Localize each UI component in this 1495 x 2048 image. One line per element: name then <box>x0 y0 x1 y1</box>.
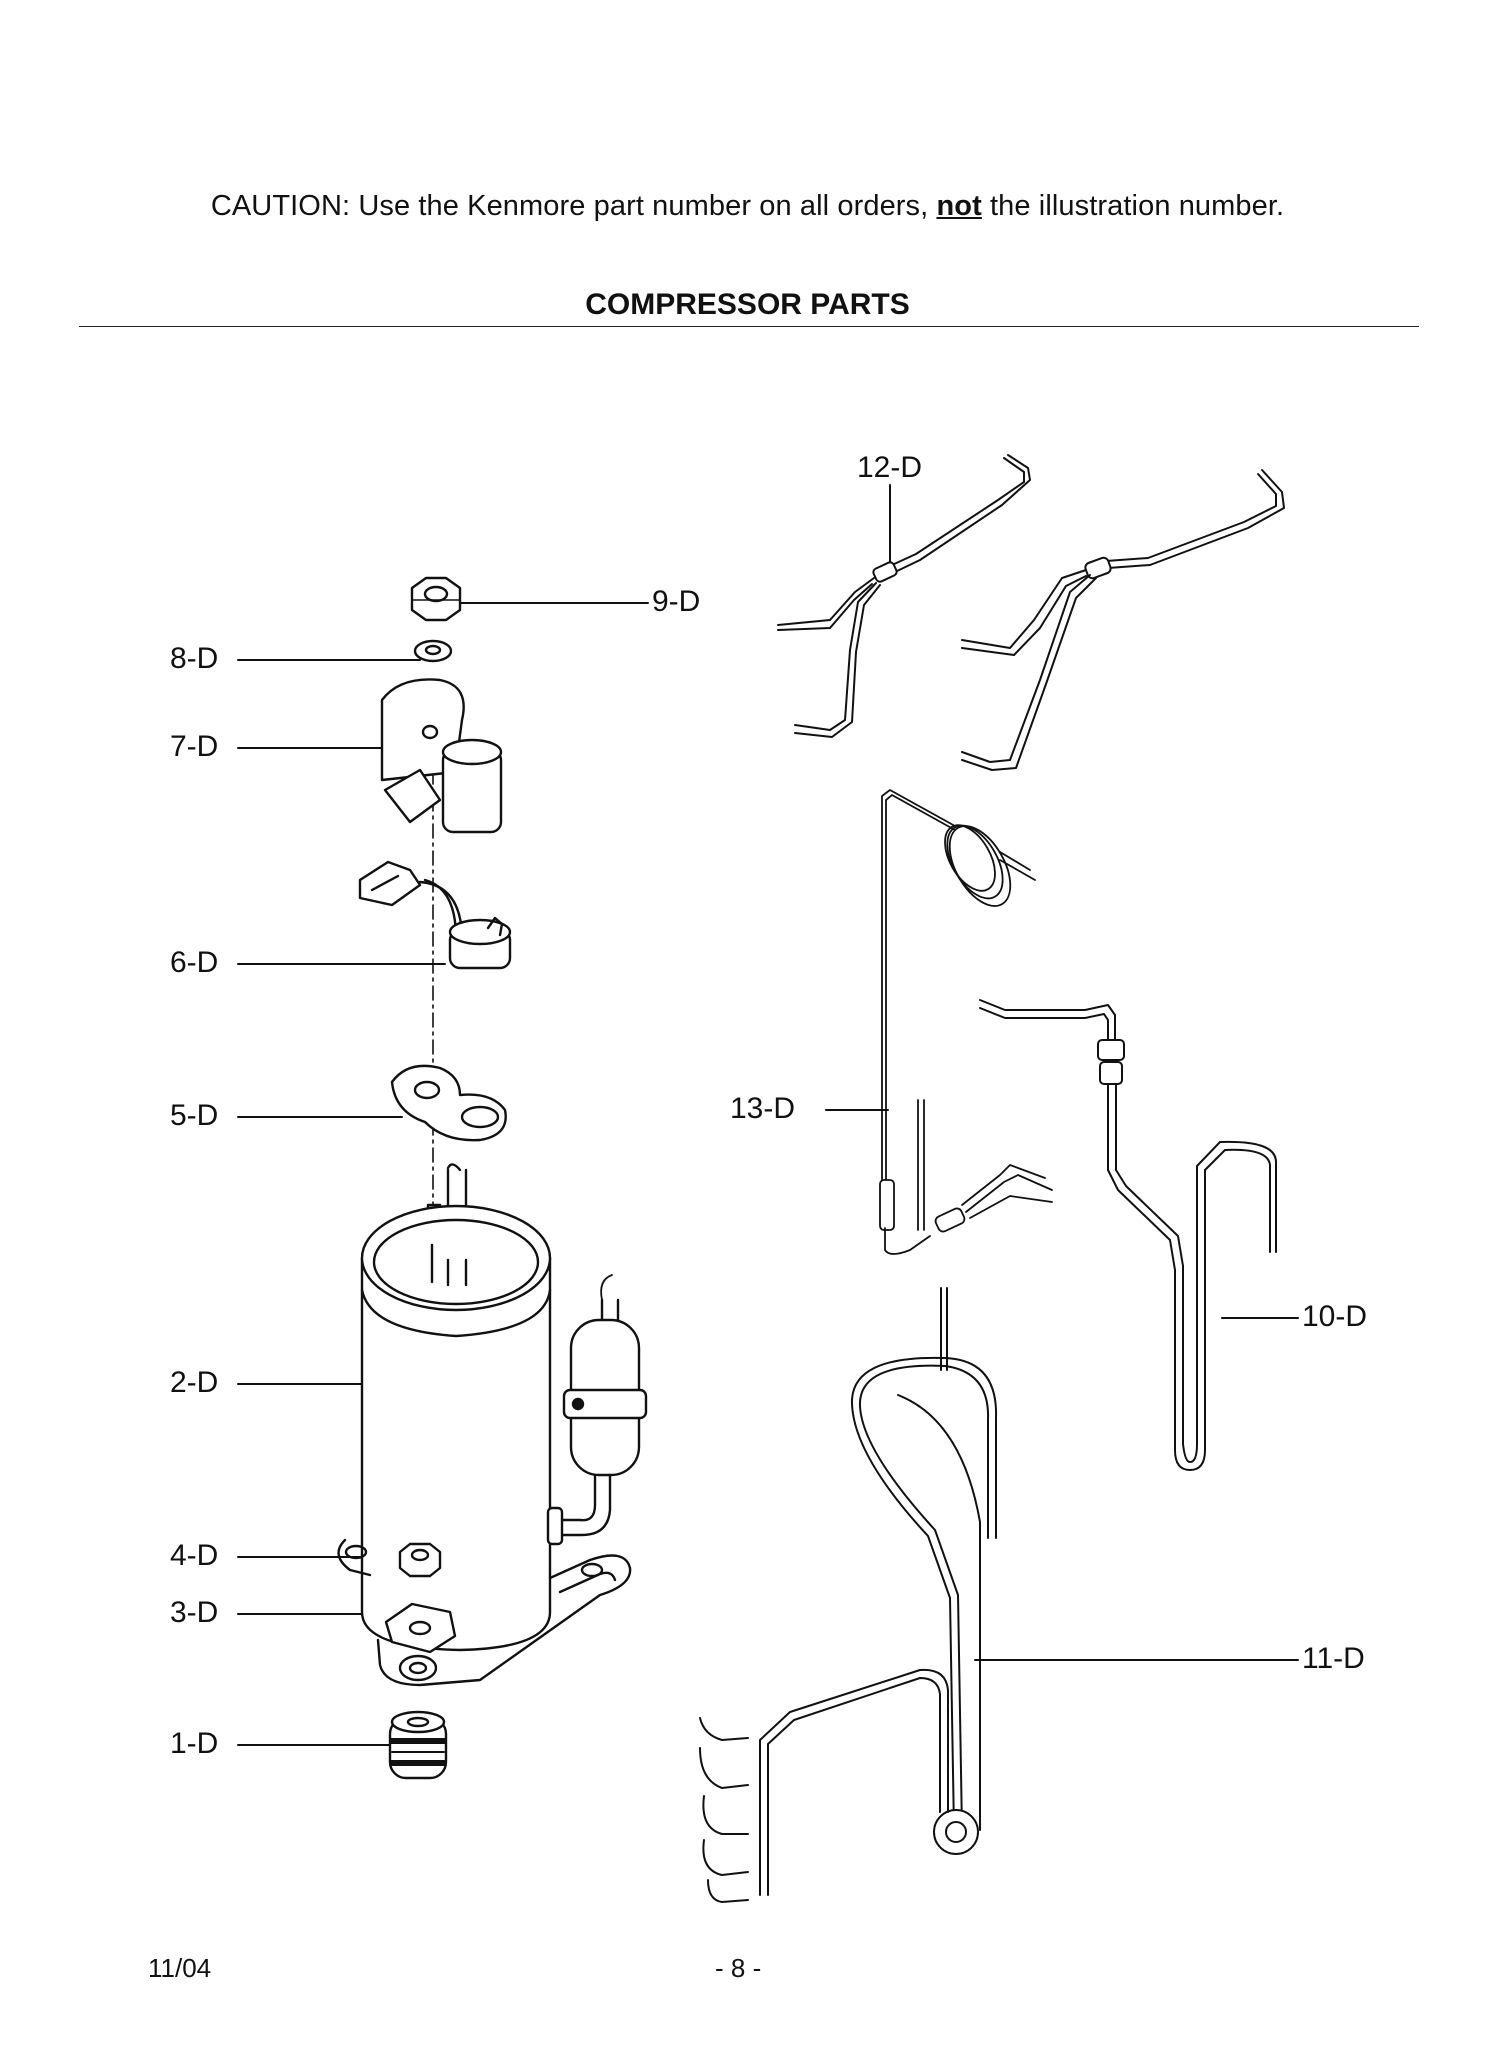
callout-5d: 5-D <box>170 1099 219 1132</box>
part-3d-washer <box>384 1602 457 1654</box>
part-12d-distributor-tubes <box>777 454 1285 771</box>
leader-lines <box>237 484 1299 1746</box>
part-11d-tube <box>699 1287 998 1903</box>
part-1d-grommet <box>388 1710 448 1780</box>
caution-text-end: the illustration number. <box>981 190 1285 222</box>
accumulator <box>546 1274 648 1546</box>
caution-text-start: CAUTION: Use the Kenmore part number on … <box>210 190 937 222</box>
title-divider <box>79 326 1419 327</box>
part-10d-tube <box>979 999 1277 1471</box>
page-number: - 8 - <box>715 1953 762 1983</box>
callout-12d: 12-D <box>857 451 923 484</box>
callout-2d: 2-D <box>170 1366 219 1399</box>
caution-emphasis: not <box>936 190 982 222</box>
part-6d-overload-protector <box>358 860 512 970</box>
part-13d-capillary-tube <box>879 789 1053 1255</box>
part-5d-gasket <box>390 1064 507 1142</box>
part-9d-nut <box>410 576 462 622</box>
callout-3d: 3-D <box>170 1596 219 1629</box>
callout-11d: 11-D <box>1302 1642 1365 1675</box>
callout-13d: 13-D <box>730 1092 796 1125</box>
callout-1d: 1-D <box>170 1727 219 1760</box>
callout-6d: 6-D <box>170 946 219 979</box>
mounting-base <box>337 1538 632 1687</box>
callout-7d: 7-D <box>170 730 219 763</box>
part-7d-terminal-cover <box>380 678 503 834</box>
callout-4d: 4-D <box>170 1539 219 1572</box>
callout-8d: 8-D <box>170 642 219 675</box>
caution-note: CAUTION: Use the Kenmore part number on … <box>0 190 1495 223</box>
part-8d-washer <box>413 639 453 663</box>
callout-9d: 9-D <box>652 585 701 618</box>
section-title: COMPRESSOR PARTS <box>585 288 910 321</box>
footer-date: 11/04 <box>148 1953 212 1983</box>
part-4d-nut <box>398 1542 442 1578</box>
part-2d-compressor-body <box>360 1204 552 1652</box>
callout-10d: 10-D <box>1302 1300 1368 1333</box>
